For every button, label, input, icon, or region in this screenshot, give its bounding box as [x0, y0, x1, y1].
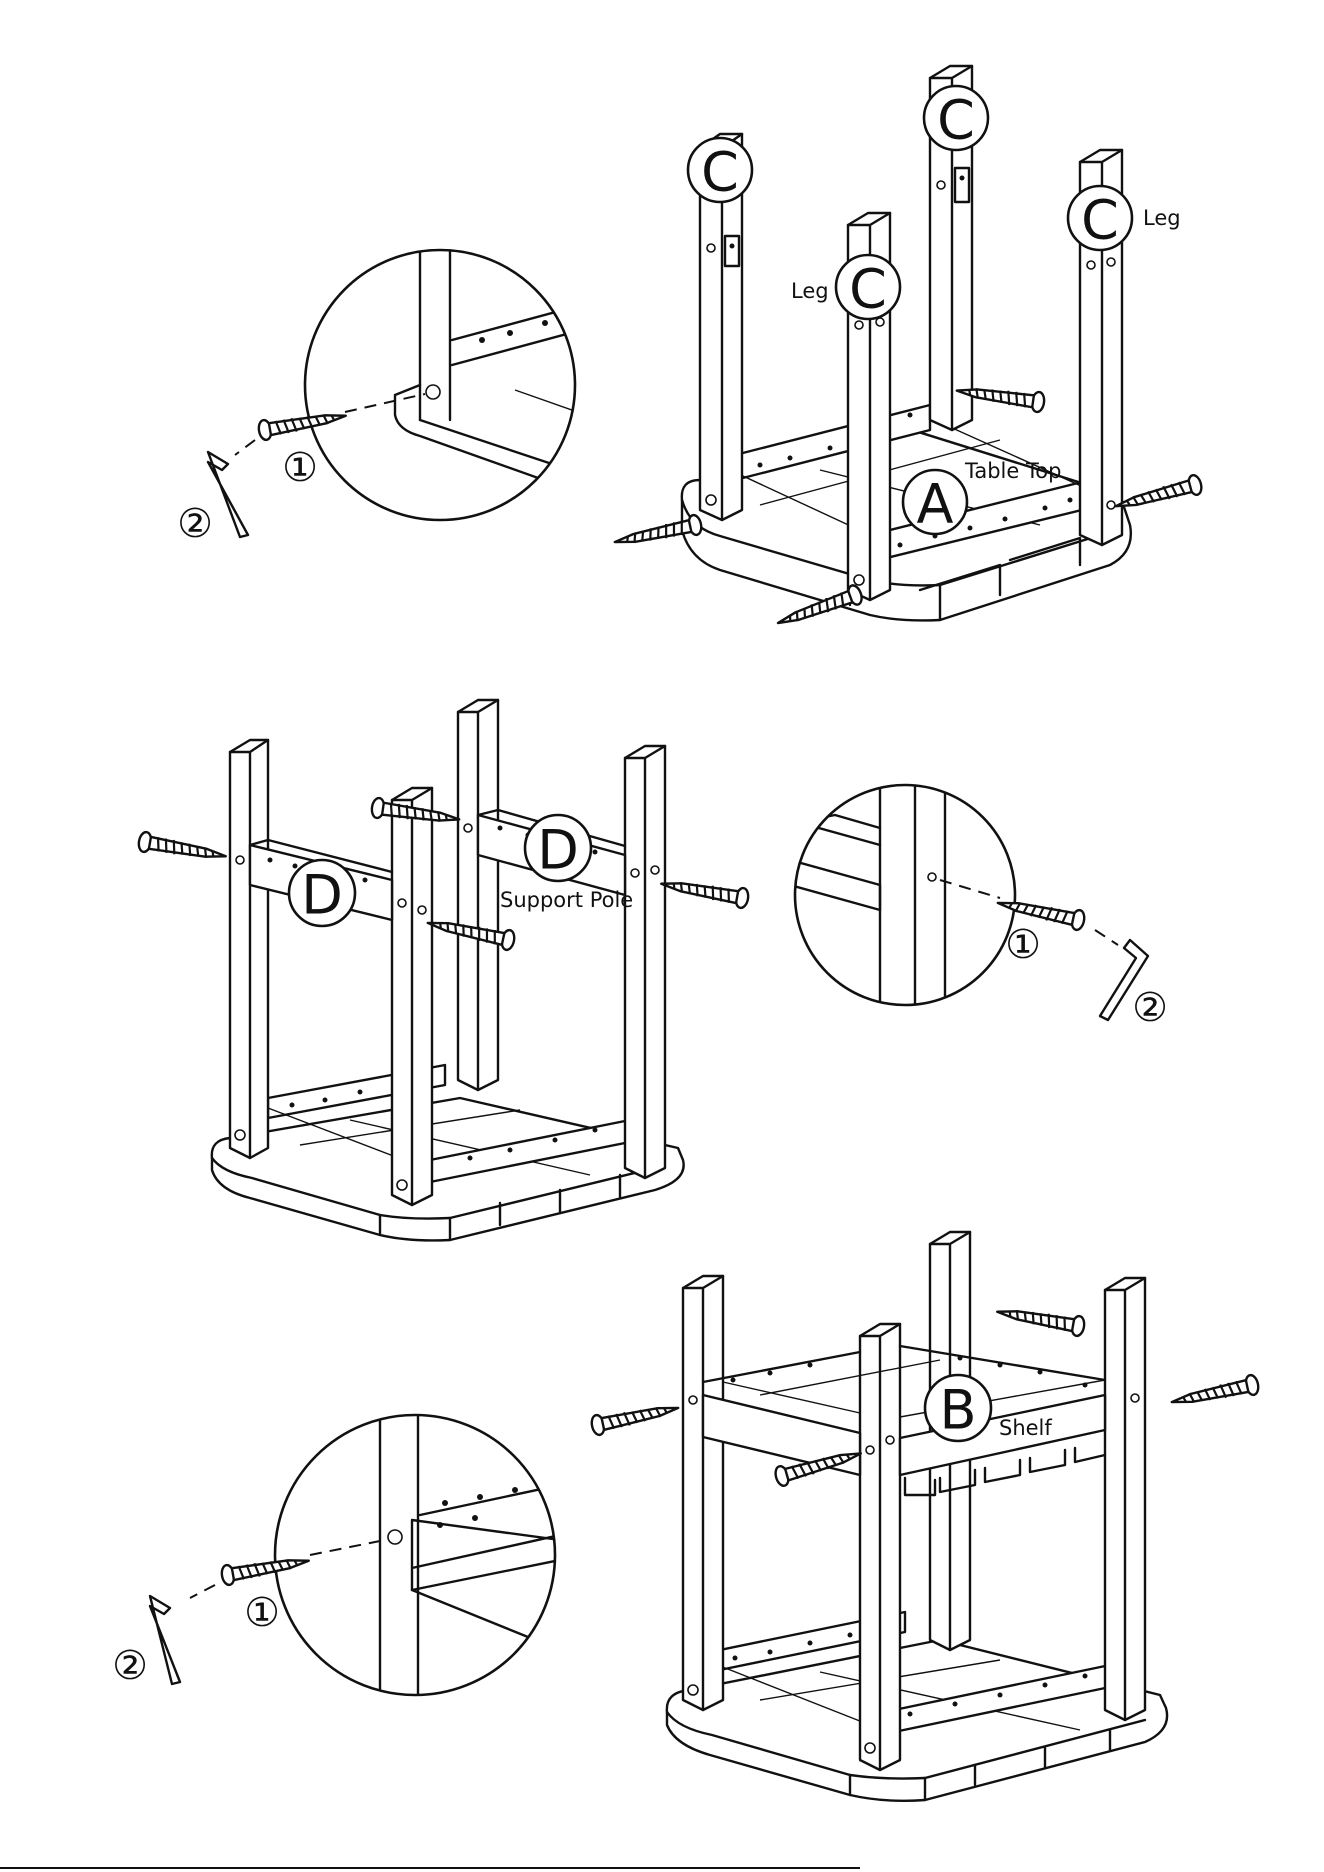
step-number-1: ①: [1005, 922, 1041, 968]
screw-icon: [1113, 474, 1203, 516]
panel-legs-to-tabletop: C C C C Leg Leg A Table Top: [613, 66, 1204, 632]
detail-leg-screw: ① ②: [177, 245, 600, 547]
screw-icon: [996, 1302, 1086, 1337]
leg-back: [458, 700, 498, 1090]
part-label-c: C: [701, 141, 739, 204]
screw-icon: [1170, 1374, 1260, 1412]
detail-shelf-screw: ① ②: [112, 1410, 560, 1700]
part-label-c: C: [849, 258, 887, 321]
part-label-a: A: [917, 473, 954, 536]
allen-key-icon: [150, 1596, 180, 1684]
leg-front: [860, 1324, 900, 1770]
leg-left: [683, 1276, 723, 1710]
allen-key-icon: [208, 452, 248, 537]
leg-text: Leg: [791, 279, 829, 303]
leg-right: [625, 746, 665, 1178]
panel-support-poles: D D Support Pole: [137, 700, 749, 1240]
part-label-b: B: [939, 1379, 976, 1442]
leg-front: [392, 788, 432, 1205]
step-number-2: ②: [112, 1643, 148, 1689]
part-label-d: D: [301, 864, 343, 927]
part-label-c: C: [937, 89, 975, 152]
step-number-1: ①: [244, 1590, 280, 1636]
support-pole-text: Support Pole: [500, 888, 633, 912]
leg-text: Leg: [1143, 206, 1181, 230]
table-top-part-a: [682, 420, 1131, 620]
part-label-d: D: [537, 819, 579, 882]
step-number-2: ②: [177, 501, 213, 547]
detail-support-pole-screw: ① ②: [790, 770, 1168, 1031]
part-label-c: C: [1081, 189, 1119, 252]
panel-shelf: B Shelf: [590, 1232, 1260, 1801]
step-number-1: ①: [282, 445, 318, 491]
leg-right: [1105, 1278, 1145, 1720]
screw-icon: [590, 1398, 680, 1436]
leg-left: [230, 740, 268, 1158]
screw-icon: [137, 831, 227, 866]
table-top-text: Table Top: [964, 459, 1061, 483]
screw-icon: [660, 874, 750, 909]
shelf-text: Shelf: [999, 1416, 1052, 1440]
step-number-2: ②: [1132, 985, 1168, 1031]
